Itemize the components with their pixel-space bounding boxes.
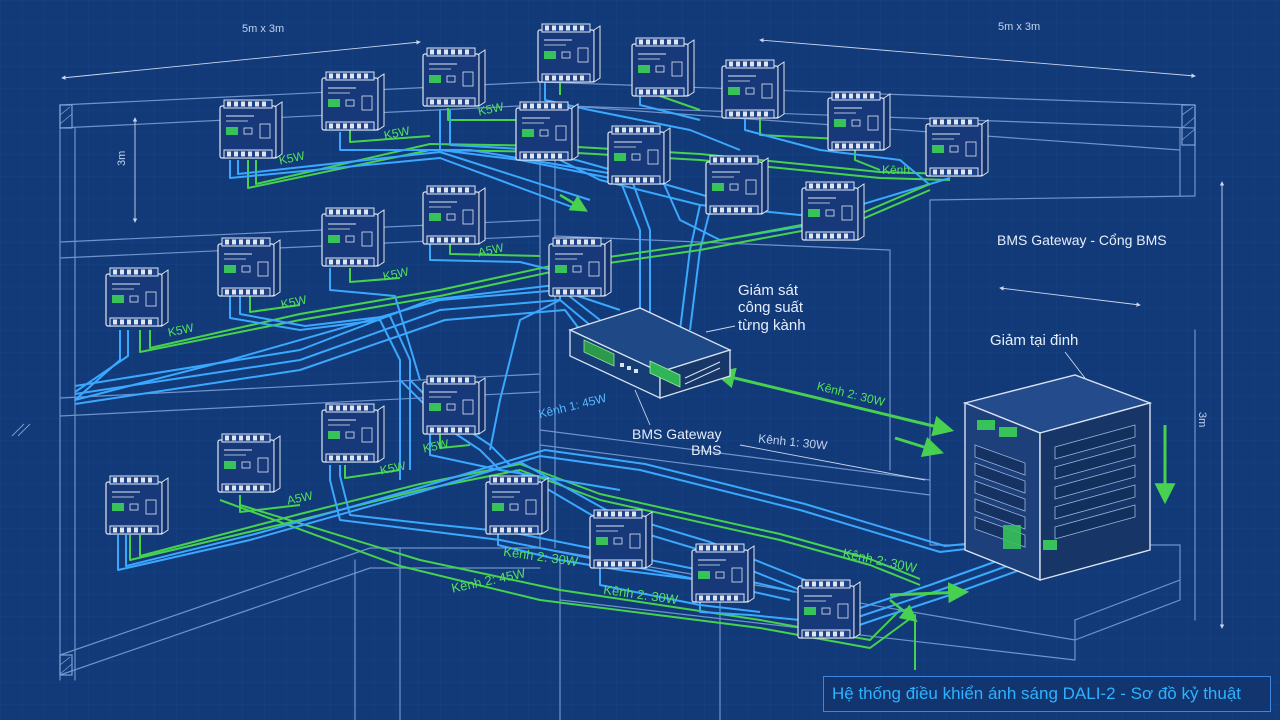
green-wire <box>449 240 541 257</box>
dali-driver-module <box>827 91 891 151</box>
green-wire <box>239 504 901 641</box>
dali-driver-module <box>589 509 653 569</box>
blue-wire <box>599 560 761 613</box>
blue-wire <box>74 309 581 405</box>
green-wire <box>344 465 401 479</box>
dali-driver-module <box>801 181 865 241</box>
dali-driver-module <box>515 101 579 161</box>
green-wire <box>139 463 921 580</box>
blue-wire <box>519 461 811 583</box>
dali-driver-module <box>485 475 549 535</box>
green-wire <box>349 130 431 143</box>
dimension-height-right: 3m <box>1196 412 1208 428</box>
bms-server-cabinet <box>962 374 1153 582</box>
blue-wire <box>125 449 1006 567</box>
dali-driver-module <box>537 23 601 83</box>
blue-wire <box>117 455 1001 571</box>
blue-wire <box>329 268 421 381</box>
bms-gateway-cabinet-label: BMS Gateway - Cổng BMS <box>997 232 1167 248</box>
dali-driver-module <box>925 117 989 177</box>
dimension-width-left: 5m x 3m <box>242 23 285 35</box>
blue-wire <box>74 299 591 395</box>
dali-driver-module <box>607 125 671 185</box>
blue-wire <box>74 330 129 393</box>
dali-driver-module <box>321 71 385 131</box>
dali-driver-module <box>321 207 385 267</box>
blue-wire <box>74 284 601 387</box>
blue-wire <box>497 528 701 581</box>
green-wire <box>129 469 921 586</box>
dimension-width-right: 5m x 3m <box>998 21 1041 33</box>
leader-lines <box>634 325 1089 481</box>
blue-wire <box>229 157 581 211</box>
diagram-title: Hệ thống điều khiển ánh sáng DALI-2 - Sơ… <box>823 676 1271 712</box>
green-wire <box>439 432 471 449</box>
dimension-lines <box>11 38 1225 629</box>
dali-driver-module <box>105 475 169 535</box>
dali-driver-module <box>422 47 486 107</box>
dali-driver-module <box>105 267 169 327</box>
bms-gateway-device <box>568 307 732 400</box>
dali-driver-module <box>631 37 695 97</box>
dali-driver-module <box>217 433 281 493</box>
blue-wire <box>744 112 931 186</box>
module-layer <box>105 23 989 639</box>
dali-driver-module <box>321 403 385 463</box>
green-wire <box>249 296 301 313</box>
blue-wire <box>429 240 561 273</box>
dali-driver-module <box>721 59 785 119</box>
blue-wire <box>544 80 741 151</box>
dali-driver-module <box>705 155 769 215</box>
dali-driver-module <box>422 185 486 245</box>
gateway-cabinet-top-label: Giảm tại đinh <box>990 332 1079 349</box>
blue-wire <box>439 110 641 330</box>
channel-label: Kênh <box>882 163 911 177</box>
dimension-height-left: 3m <box>116 150 128 166</box>
power-monitor-label: Giám sát công suất từng kành <box>738 282 806 334</box>
blue-wire <box>679 204 701 331</box>
dali-driver-module <box>797 579 861 639</box>
dali-driver-module <box>219 99 283 159</box>
green-wire <box>349 268 401 283</box>
green-wire-arrow <box>559 193 589 212</box>
green-wire-arrow <box>889 599 918 623</box>
blue-wire <box>329 465 791 601</box>
blue-wire <box>239 296 411 470</box>
dali-driver-module <box>217 237 281 297</box>
dali-driver-module <box>548 237 612 297</box>
blue-wire <box>449 110 651 320</box>
signal-arrows <box>713 367 1176 604</box>
green-wire <box>239 495 301 513</box>
green-wire <box>447 108 520 121</box>
hatching <box>59 106 1196 675</box>
gateway-center-label: BMS Gateway BMS <box>632 426 722 459</box>
blue-wire <box>237 151 591 201</box>
dali-driver-module <box>422 375 486 435</box>
dali-driver-module <box>691 543 755 603</box>
